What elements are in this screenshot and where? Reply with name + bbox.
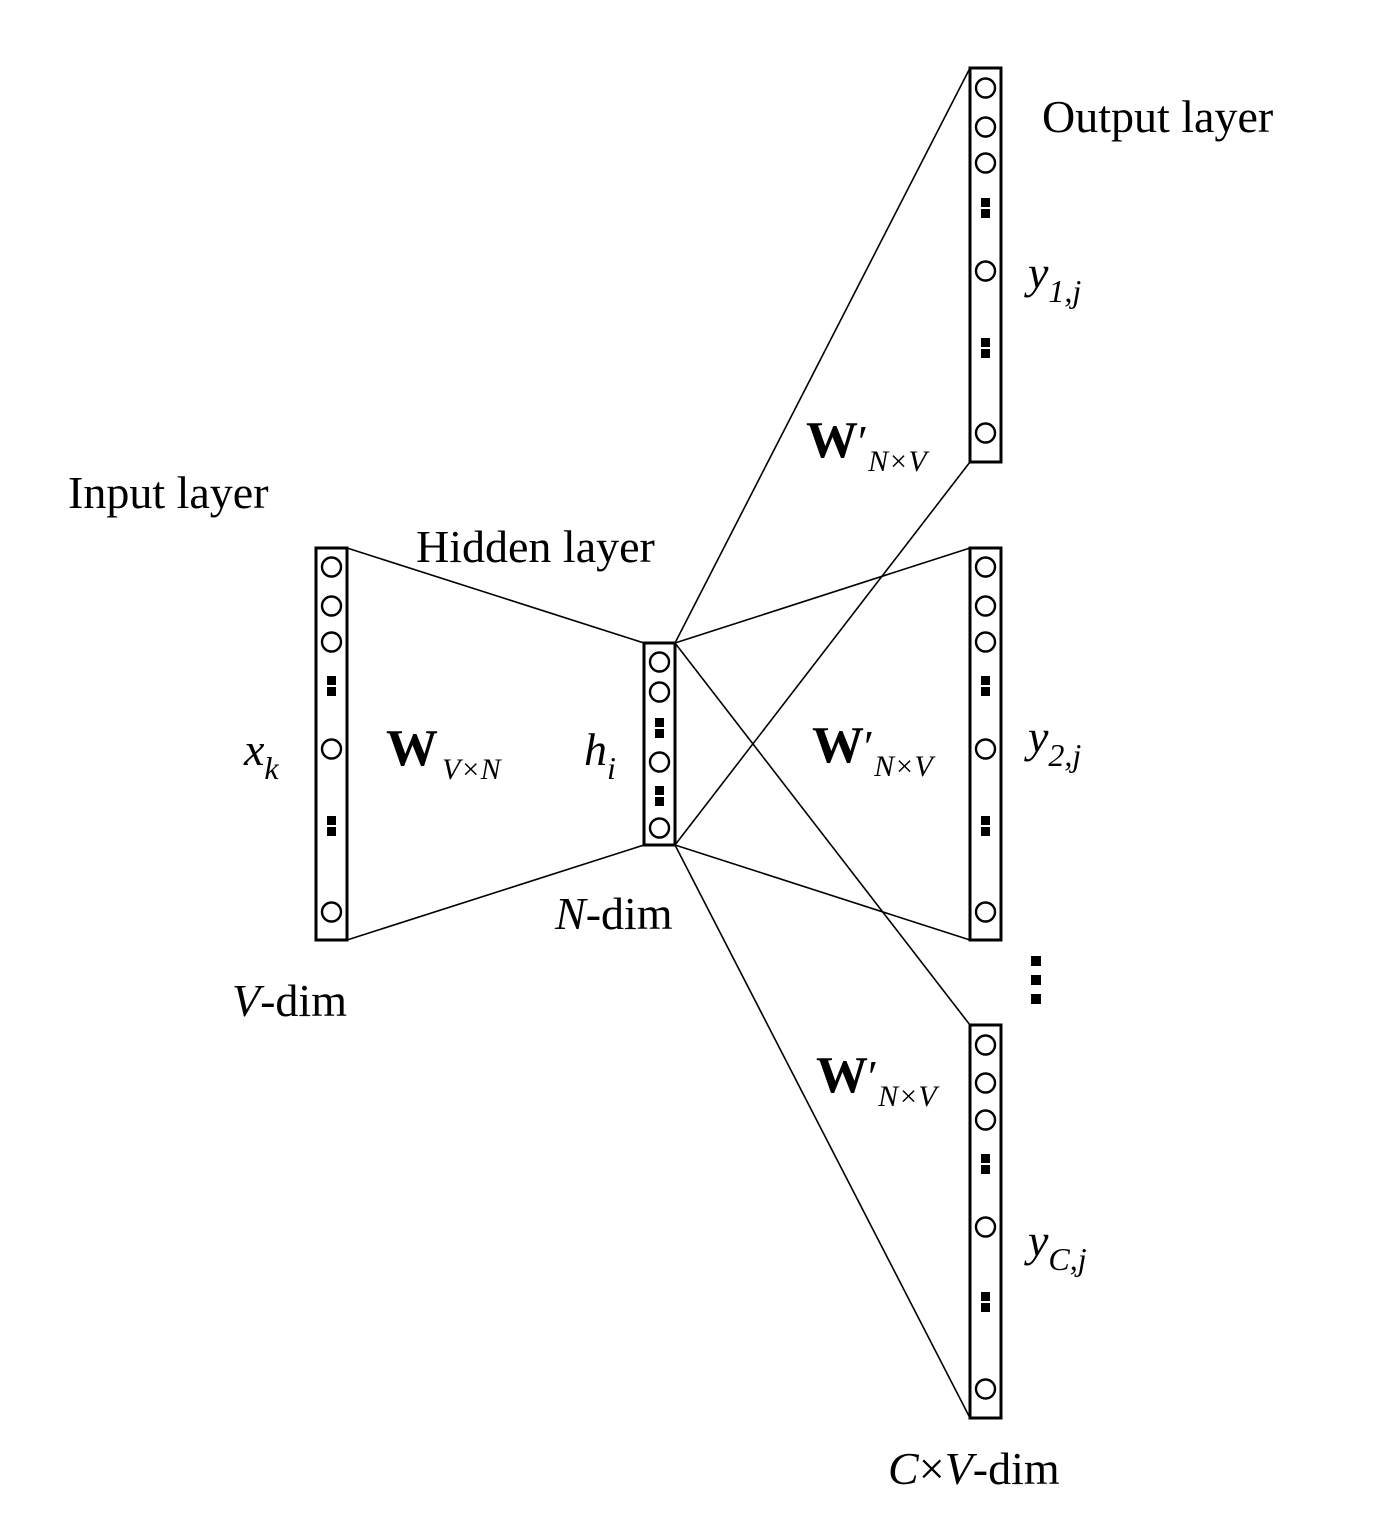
input-layer-title: Input layer: [68, 467, 269, 518]
dot: [981, 349, 990, 358]
output-dim-label: C×V-dim: [888, 1443, 1060, 1494]
output-unit-label-1: y1,j: [1024, 247, 1081, 309]
output-weight-label-3: W′N×V: [816, 1047, 940, 1113]
dot: [981, 338, 990, 347]
ellipsis-dots: [327, 816, 336, 836]
ellipsis-dot: [1031, 956, 1041, 966]
dot: [327, 687, 336, 696]
ellipsis-dots: [981, 198, 990, 218]
ellipsis-dots: [981, 1292, 990, 1312]
neuron-unit: [974, 631, 997, 653]
ellipsis-dot: [1031, 994, 1041, 1004]
dot: [655, 797, 664, 806]
dot: [981, 198, 990, 207]
neuron-unit: [974, 1034, 997, 1056]
dot: [981, 1165, 990, 1174]
output-panel-1: [968, 66, 1003, 464]
output-panel-2: [968, 546, 1003, 942]
hidden-layer-box: [642, 641, 677, 847]
connection-line: [674, 67, 971, 644]
neuron-unit: [974, 556, 997, 578]
neuron-unit: [974, 260, 997, 282]
ellipsis-dot: [1031, 975, 1041, 985]
ellipsis-dots: [981, 338, 990, 358]
dot: [327, 827, 336, 836]
neuron-unit: [648, 817, 671, 839]
connection-line: [674, 844, 971, 1419]
ellipsis-dots: [981, 1154, 990, 1174]
output-weight-label-2: W′N×V: [812, 717, 936, 783]
connection-line: [674, 461, 971, 846]
neuron-unit: [974, 77, 997, 99]
neuron-unit: [974, 1109, 997, 1131]
dot: [981, 687, 990, 696]
neuron-unit: [974, 422, 997, 444]
hidden-dim-label: N-dim: [554, 888, 673, 939]
neuron-unit: [974, 116, 997, 138]
input-layer: [314, 546, 349, 942]
neuron-unit: [320, 738, 343, 760]
dot: [655, 786, 664, 795]
connection-line: [674, 547, 971, 644]
output-panel-3-box: [968, 1023, 1003, 1420]
neuron-unit: [974, 738, 997, 760]
output-panel-2-box: [968, 546, 1003, 942]
output-weight-label-1: W′N×V: [806, 412, 930, 478]
dot: [981, 676, 990, 685]
dot: [981, 816, 990, 825]
input-dim-label: V-dim: [232, 975, 347, 1026]
ellipsis-dots: [655, 718, 664, 738]
input-layer-box: [314, 546, 349, 942]
dot: [327, 676, 336, 685]
connection-line: [346, 547, 645, 644]
hidden-layer: [642, 641, 677, 847]
neuron-unit: [974, 595, 997, 617]
dot: [981, 1292, 990, 1301]
neuron-unit: [974, 901, 997, 923]
connection-lines: [346, 67, 971, 1419]
dot: [981, 1303, 990, 1312]
connection-line: [346, 844, 645, 941]
input-unit-label: xk: [243, 724, 279, 786]
output-panel-1-box: [968, 66, 1003, 464]
dot: [981, 1154, 990, 1163]
neuron-unit: [648, 681, 671, 703]
neuron-unit: [974, 1072, 997, 1094]
connection-line: [674, 642, 971, 1026]
dot: [327, 816, 336, 825]
dot: [655, 718, 664, 727]
dot: [981, 209, 990, 218]
connection-line: [674, 844, 971, 941]
ellipsis-dots: [981, 816, 990, 836]
neuron-unit: [974, 1216, 997, 1238]
neuron-unit: [648, 751, 671, 773]
output-unit-label-2: y2,j: [1024, 711, 1081, 773]
ellipsis-dots: [327, 676, 336, 696]
output-layer-title: Output layer: [1042, 91, 1273, 142]
neuron-unit: [320, 631, 343, 653]
neuron-unit: [974, 1378, 997, 1400]
layer-boxes: [314, 66, 1003, 1420]
hidden-unit-label: hi: [584, 724, 616, 786]
between-panels-ellipsis: [1031, 956, 1041, 1004]
dot: [655, 729, 664, 738]
neuron-unit: [648, 651, 671, 673]
neuron-unit: [974, 152, 997, 174]
neuron-unit: [320, 595, 343, 617]
output-unit-label-3: yC,j: [1024, 1215, 1087, 1277]
neuron-unit: [320, 901, 343, 923]
ellipsis-dots: [655, 786, 664, 806]
ellipsis-dots: [981, 676, 990, 696]
output-panel-3: [968, 1023, 1003, 1420]
hidden-layer-title: Hidden layer: [416, 521, 655, 572]
neuron-unit: [320, 556, 343, 578]
dot: [981, 827, 990, 836]
